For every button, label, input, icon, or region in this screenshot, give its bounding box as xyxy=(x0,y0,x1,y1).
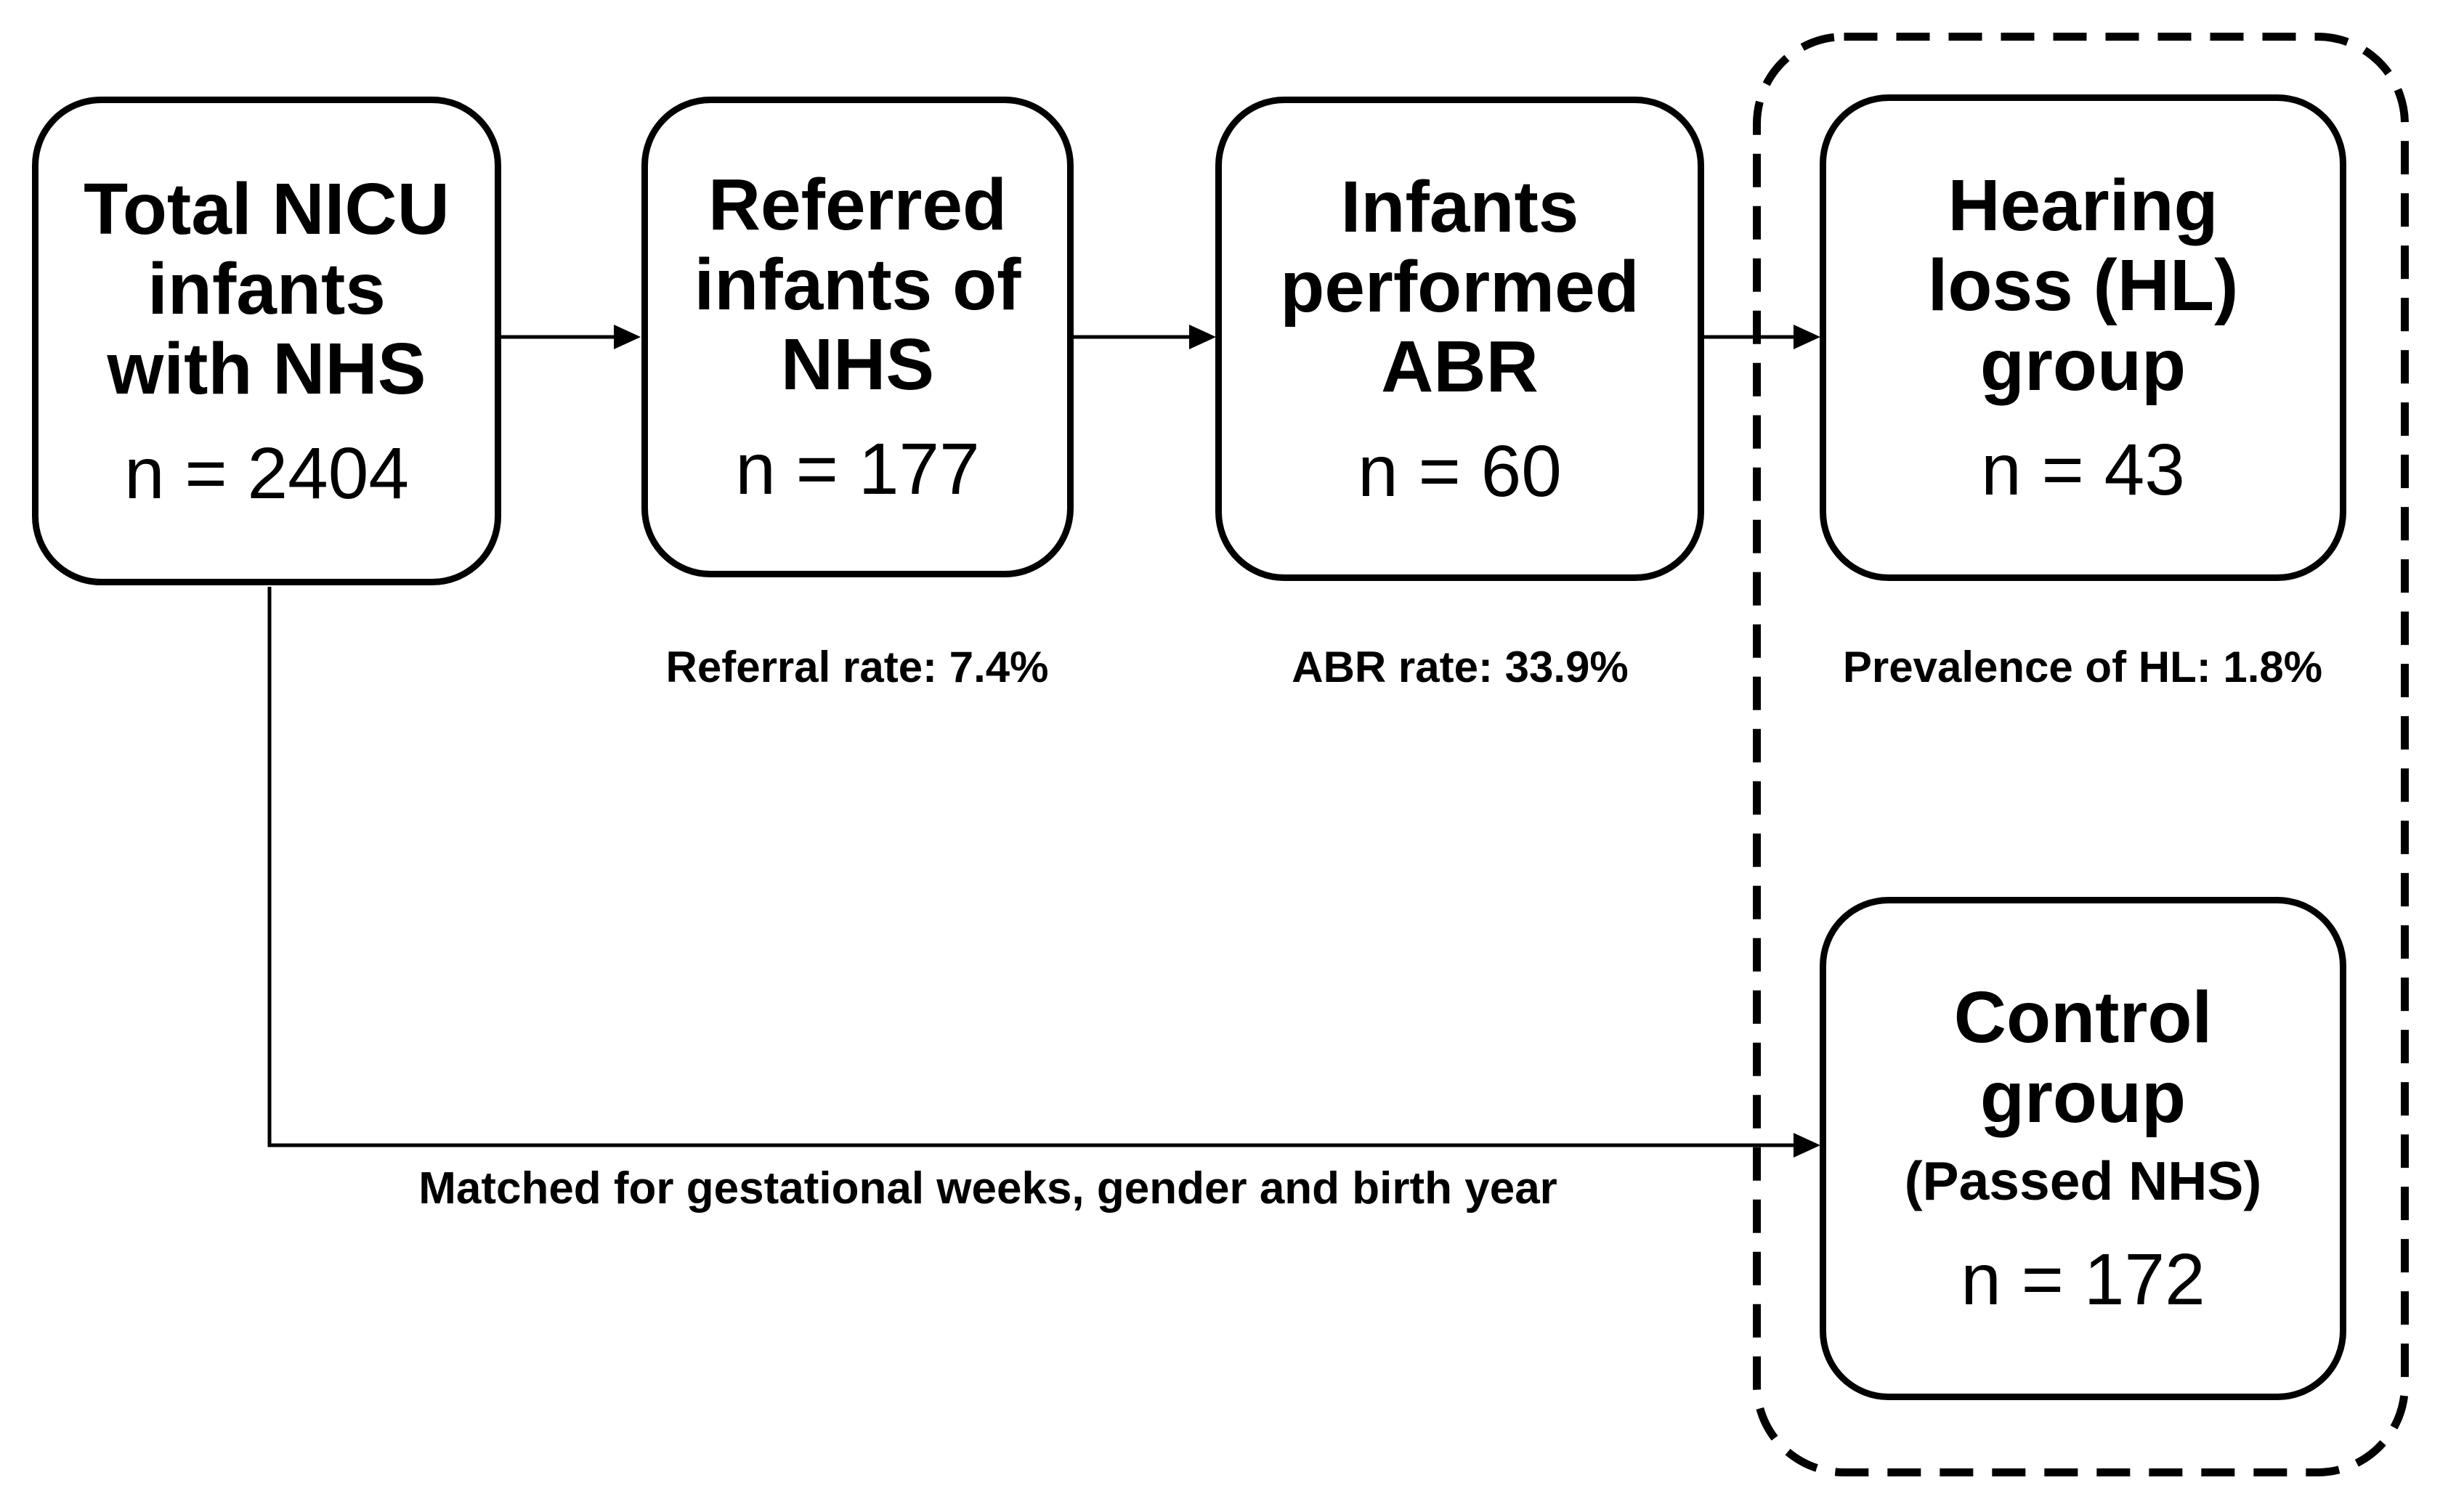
box-title-line: Total NICU xyxy=(84,168,450,250)
box-title-line: NHS xyxy=(780,324,935,405)
box-total-nicu-n-value: n = 2404 xyxy=(123,432,410,514)
box-infants-performed-abr: Infants performed ABR n = 60 xyxy=(1215,97,1704,581)
box-total-nicu-title: Total NICU infants with NHS xyxy=(84,169,450,409)
box-hearing-loss-group-n-value: n = 43 xyxy=(1981,429,2185,511)
box-title-line: infants xyxy=(147,248,386,330)
box-title-line: group xyxy=(1979,1056,2187,1138)
box-referred-infants: Referred infants of NHS n = 177 xyxy=(641,97,1074,577)
caption-hl-prevalence: Prevalence of HL: 1.8% xyxy=(1842,643,2323,691)
box-title-line: infants of xyxy=(694,244,1021,325)
box-title-line: ABR xyxy=(1381,325,1539,407)
box-title-line: Control xyxy=(1953,976,2213,1058)
box-title-line: group xyxy=(1979,325,2187,406)
box-control-group-title: Control group xyxy=(1954,977,2212,1137)
box-title-line: loss (HL) xyxy=(1927,245,2239,326)
box-infants-performed-abr-title: Infants performed ABR xyxy=(1280,167,1640,407)
box-control-group-n-value: n = 172 xyxy=(1961,1239,2205,1321)
arrow-total-to-control-elbow xyxy=(267,587,1795,1147)
box-total-nicu: Total NICU infants with NHS n = 2404 xyxy=(32,97,501,585)
box-hearing-loss-group-title: Hearing loss (HL) group xyxy=(1928,166,2239,405)
box-title-line: with NHS xyxy=(107,328,426,410)
box-title-line: Hearing xyxy=(1948,165,2218,246)
arrow-total-to-referred-head xyxy=(614,325,641,349)
box-title-line: Referred xyxy=(708,164,1008,245)
box-infants-performed-abr-n-value: n = 60 xyxy=(1358,430,1562,512)
box-control-group: Control group (Passed NHS) n = 172 xyxy=(1820,897,2346,1400)
box-title-line: Infants xyxy=(1340,166,1579,248)
box-hearing-loss-group: Hearing loss (HL) group n = 43 xyxy=(1820,94,2346,581)
box-control-group-subtitle: (Passed NHS) xyxy=(1904,1150,2262,1211)
arrow-abr-to-hl-head xyxy=(1794,325,1820,349)
dashed-group-outline xyxy=(1753,33,2409,1476)
box-title-line: performed xyxy=(1280,245,1640,328)
box-referred-infants-title: Referred infants of NHS xyxy=(694,165,1021,405)
caption-referral-rate: Referral rate: 7.4% xyxy=(665,643,1049,691)
box-referred-infants-n-value: n = 177 xyxy=(735,428,980,510)
caption-abr-rate: ABR rate: 33.9% xyxy=(1292,643,1629,691)
arrow-total-to-control-head xyxy=(1794,1133,1820,1158)
edge-label-matched: Matched for gestational weeks, gender an… xyxy=(418,1163,1557,1214)
arrow-referred-to-abr-head xyxy=(1189,325,1216,349)
